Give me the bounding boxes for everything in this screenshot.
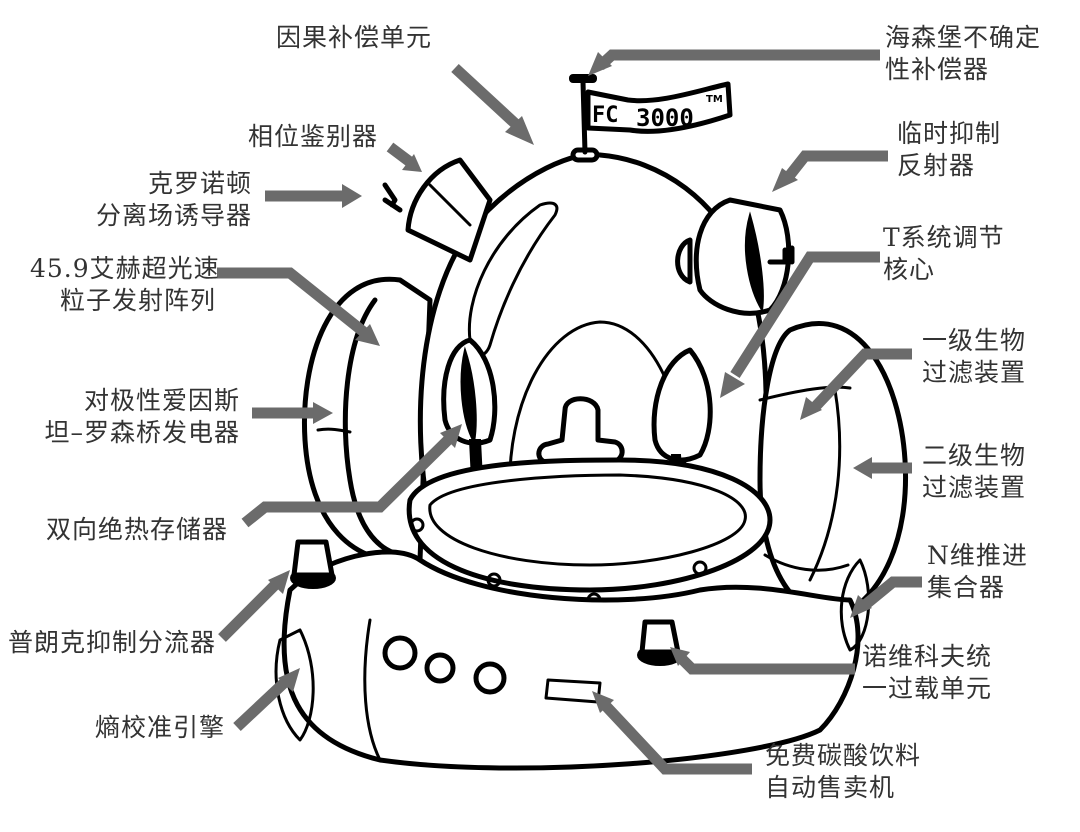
arrow-vending — [592, 691, 752, 775]
arrow-chronoton — [265, 184, 362, 208]
label-secondary-bio-filter: 二级生物 过滤装置 — [922, 441, 1027, 502]
planck-shunt-cups-drawing — [290, 539, 683, 666]
phase-discriminator-drawing — [382, 157, 493, 263]
label-primary-bio-filter: 一级生物 过滤装置 — [922, 326, 1027, 387]
arrow-novikov — [670, 647, 855, 675]
label-n-dimensional-propulsion-assembler: N维推进 集合器 — [927, 541, 1028, 602]
label-causality-compensation-unit: 因果补偿单元 — [276, 23, 433, 52]
arrow-reflector — [772, 150, 888, 192]
storage-pods-drawing — [441, 337, 713, 541]
arrow-entropy — [233, 668, 300, 732]
label-planck-suppression-shunt: 普朗克抑制分流器 — [8, 628, 217, 657]
arrow-adiabatic — [241, 424, 462, 528]
arrow-heisenberg — [588, 49, 880, 76]
arrow-secondary-bio — [853, 457, 912, 479]
arrow-planck — [218, 570, 290, 642]
bio-filter-drawing — [757, 321, 909, 618]
arrow-n-dim — [850, 576, 922, 618]
platform-ring-drawing — [406, 457, 773, 608]
flag-text-fc: FC — [592, 103, 619, 128]
flag-text-tm: TM — [706, 94, 723, 105]
label-einstein-rosen-bridge-generator: 对极性爱因斯 坦–罗森桥发电器 — [44, 386, 240, 447]
label-phase-discriminator: 相位鉴别器 — [248, 122, 379, 151]
arrow-causality — [451, 63, 534, 145]
flag-text-3000: 3000 — [636, 104, 694, 132]
label-temporal-suppression-reflector: 临时抑制 反射器 — [897, 119, 1002, 180]
label-free-soda-vending-machine: 免费碳酸饮料 自动售卖机 — [765, 741, 922, 802]
label-heisenberg-compensator: 海森堡不确定 性补偿器 — [885, 23, 1042, 84]
label-chronoton-separation-field-inducer: 克罗诺顿 分离场诱导器 — [96, 169, 253, 230]
temporal-reflector-drawing — [675, 197, 795, 316]
arrow-einstein — [252, 402, 333, 424]
label-t-system-regulator-core: T系统调节 核心 — [883, 223, 1005, 284]
console-dial-3 — [473, 661, 507, 695]
arrow-t-system — [720, 251, 880, 398]
arrow-tachyon — [217, 267, 380, 346]
label-novikov-unified-overload-unit: 诺维科夫统 一过载单元 — [862, 642, 993, 703]
arrow-phase — [386, 142, 422, 172]
label-tachyon-particle-emitter-array: 45.9艾赫超光速 粒子发射阵列 — [30, 254, 220, 315]
callout-arrows — [217, 49, 922, 775]
arrow-primary-bio — [800, 348, 912, 420]
console-dial-1 — [382, 635, 418, 671]
flag-drawing: FC 3000 TM — [569, 74, 733, 155]
label-bidirectional-adiabatic-storage: 双向绝热存储器 — [46, 515, 229, 544]
console-dial-2 — [424, 652, 456, 684]
label-entropy-calibration-engine: 熵校准引擎 — [95, 713, 226, 742]
